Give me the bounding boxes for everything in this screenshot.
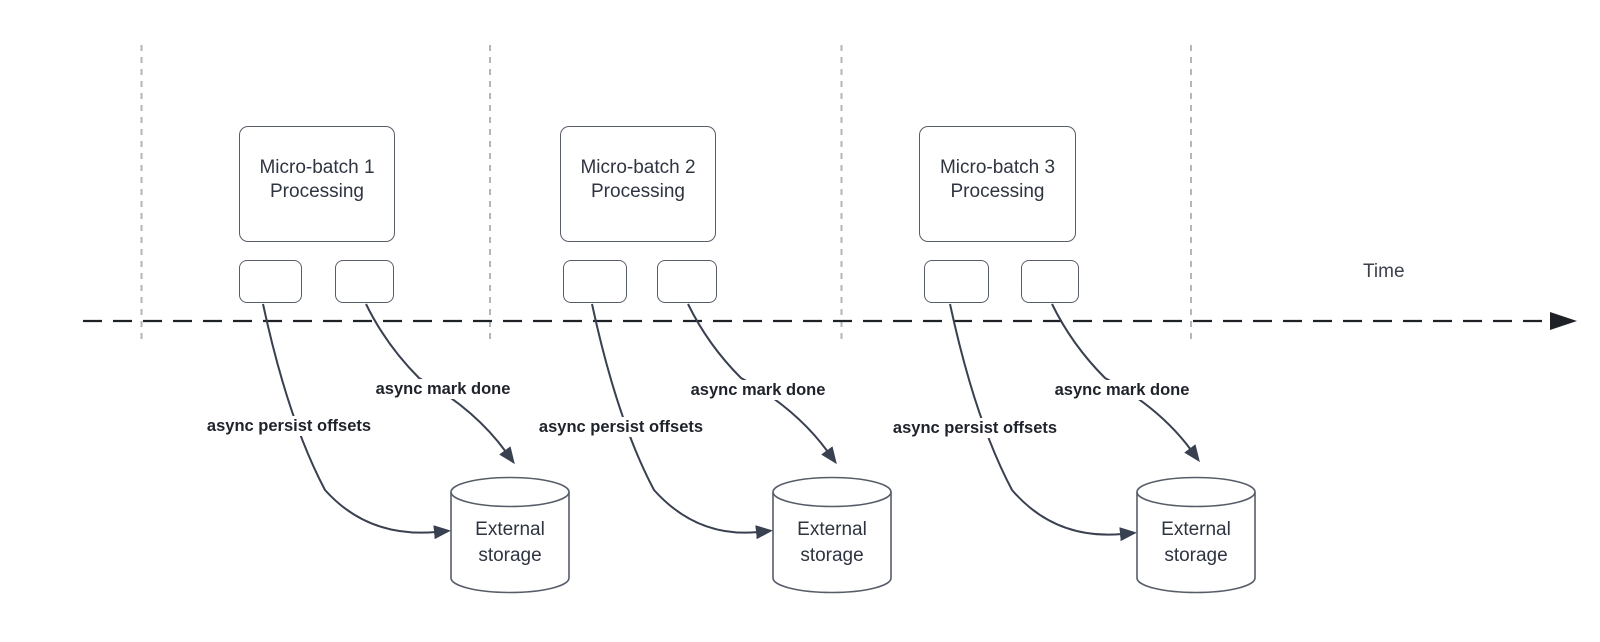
persist-offsets-arrow-2 bbox=[591, 303, 773, 540]
external-storage-label-1: External storage bbox=[475, 519, 545, 566]
mark-done-label-3: async mark done bbox=[1051, 380, 1193, 400]
microbatch-3-title: Micro-batch 3 Processing bbox=[939, 157, 1056, 202]
external-storage-label-3: External storage bbox=[1161, 519, 1231, 566]
mark-done-label-1: async mark done bbox=[372, 379, 514, 399]
persist-offsets-arrow-3 bbox=[949, 303, 1137, 542]
time-axis-arrowhead-icon bbox=[1550, 312, 1577, 330]
mark-done-arrow-1 bbox=[365, 303, 515, 465]
persist-offsets-arrow-1 bbox=[262, 303, 451, 540]
persist-offsets-label-3: async persist offsets bbox=[889, 418, 1061, 438]
microbatch-3-subtask-box-1 bbox=[924, 260, 989, 303]
external-storage-label-2: External storage bbox=[797, 519, 867, 566]
microbatch-1-subtask-box-2 bbox=[335, 260, 394, 303]
microbatch-2-subtask-box-1 bbox=[563, 260, 627, 303]
mark-done-label-2: async mark done bbox=[687, 380, 829, 400]
microbatch-2-title: Micro-batch 2 Processing bbox=[580, 157, 696, 202]
microbatch-2-subtask-box-2 bbox=[657, 260, 717, 303]
microbatch-1-title: Micro-batch 1 Processing bbox=[259, 157, 375, 202]
time-label: Time bbox=[1363, 261, 1405, 282]
microbatch-3-subtask-box-2 bbox=[1021, 260, 1079, 303]
persist-offsets-label-2: async persist offsets bbox=[535, 417, 707, 437]
persist-offsets-label-1: async persist offsets bbox=[203, 416, 375, 436]
external-storage-cylinder-3 bbox=[1136, 476, 1256, 594]
microbatch-2-processing-box: Micro-batch 2 Processing bbox=[560, 126, 716, 242]
mark-done-arrow-2 bbox=[687, 303, 837, 465]
microbatch-3-processing-box: Micro-batch 3 Processing bbox=[919, 126, 1076, 242]
mark-done-arrow-3 bbox=[1051, 303, 1200, 463]
external-storage-cylinder-1 bbox=[450, 476, 570, 594]
microbatch-1-processing-box: Micro-batch 1 Processing bbox=[239, 126, 395, 242]
microbatch-1-subtask-box-1 bbox=[239, 260, 302, 303]
external-storage-cylinder-2 bbox=[772, 476, 892, 594]
